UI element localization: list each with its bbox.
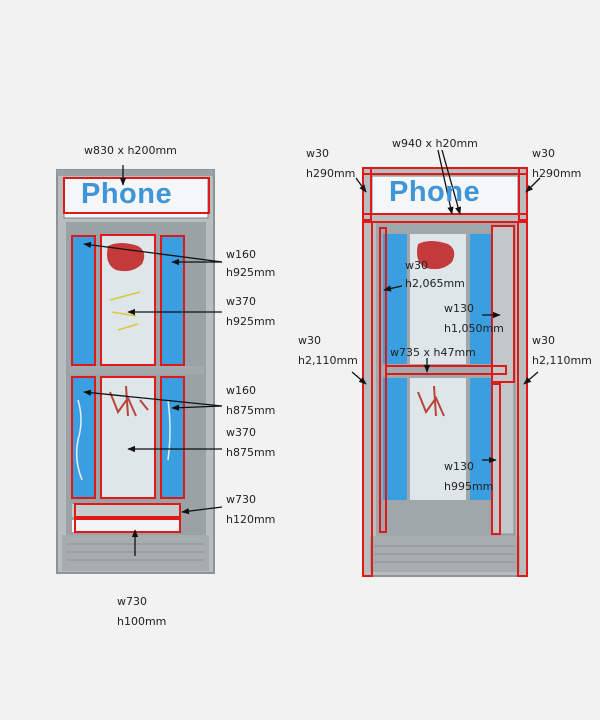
label-center-upper-h: h925mm bbox=[226, 315, 276, 328]
right-booth bbox=[362, 167, 528, 577]
leader-corner-left bbox=[355, 177, 367, 193]
label-door-upper-h: h1,050mm bbox=[444, 322, 504, 335]
measure-right-corner-left bbox=[362, 167, 372, 221]
leader-corner-right bbox=[525, 177, 541, 193]
leader-post bbox=[383, 285, 403, 292]
right-floor-tread bbox=[374, 545, 516, 563]
left-crossbar bbox=[70, 366, 204, 374]
label-corner-right-h: h290mm bbox=[532, 167, 582, 180]
label-door-lower-w: w130 bbox=[444, 460, 474, 473]
right-door-leaf bbox=[491, 225, 515, 535]
left-panel-lower-right bbox=[162, 378, 184, 498]
left-kick-plate bbox=[72, 504, 180, 517]
measure-right-header bbox=[362, 213, 528, 223]
measure-right-rail bbox=[385, 365, 507, 375]
measure-right-door-upper bbox=[491, 225, 515, 383]
left-booth-roof bbox=[57, 170, 214, 176]
right-panel-lower-right bbox=[470, 378, 492, 500]
label-post-h: h2,065mm bbox=[405, 277, 465, 290]
label-top-bar: w940 x h20mm bbox=[392, 137, 478, 150]
leader-side-upper-a bbox=[83, 241, 223, 263]
label-side-left-h: h2,110mm bbox=[298, 354, 358, 367]
leader-side-right bbox=[523, 371, 539, 385]
label-post-w: w30 bbox=[405, 259, 428, 272]
left-base-plate bbox=[72, 520, 180, 532]
label-center-lower-w: w370 bbox=[226, 426, 256, 439]
right-graffiti-upper bbox=[417, 241, 455, 270]
leader-side-left bbox=[351, 371, 367, 385]
label-center-upper-w: w370 bbox=[226, 295, 256, 308]
label-corner-left-h: h290mm bbox=[306, 167, 356, 180]
leader-top-bar-b bbox=[441, 149, 462, 215]
label-door-upper-w: w130 bbox=[444, 302, 474, 315]
label-center-lower-h: h875mm bbox=[226, 446, 276, 459]
leader-side-lower-a bbox=[83, 389, 223, 407]
left-booth bbox=[56, 169, 215, 574]
right-sign-word: Phone bbox=[389, 176, 481, 208]
measure-left-sign bbox=[63, 177, 210, 214]
left-panel-upper-right bbox=[162, 236, 184, 364]
label-base-h: h100mm bbox=[117, 615, 167, 628]
left-graffiti-lower bbox=[109, 385, 149, 417]
left-panel-upper-left bbox=[72, 236, 96, 364]
right-panel-upper-right bbox=[470, 234, 492, 364]
right-panel-lower-center bbox=[410, 378, 466, 500]
label-kick-h: h120mm bbox=[226, 513, 276, 526]
measure-left-kick bbox=[74, 503, 181, 518]
label-rail: w735 x h47mm bbox=[390, 346, 476, 359]
label-side-lower-h: h875mm bbox=[226, 404, 276, 417]
left-sign-word: Phone bbox=[81, 178, 173, 210]
measure-right-side-left bbox=[362, 221, 373, 577]
left-measure-boxes bbox=[63, 177, 210, 533]
measure-right-side-right bbox=[517, 221, 528, 577]
leader-side-lower-b bbox=[171, 404, 223, 411]
label-corner-right-w: w30 bbox=[532, 147, 555, 160]
label-sign-dim: w830 x h200mm bbox=[84, 144, 177, 157]
measure-left-center-lower bbox=[100, 376, 156, 499]
left-panel-lower-left bbox=[72, 378, 96, 498]
left-graffiti-lines bbox=[109, 291, 141, 331]
measure-right-post bbox=[379, 227, 387, 533]
leader-lines bbox=[83, 149, 541, 556]
label-side-right-w: w30 bbox=[532, 334, 555, 347]
label-side-upper-h: h925mm bbox=[226, 266, 276, 279]
measure-right-corner-right bbox=[518, 167, 528, 221]
measure-left-side-upper-l bbox=[71, 235, 96, 366]
left-graffiti-blue bbox=[75, 399, 171, 481]
right-crossbar bbox=[380, 366, 514, 374]
label-side-lower-w: w160 bbox=[226, 384, 256, 397]
leader-kick bbox=[181, 506, 223, 515]
label-base-w: w730 bbox=[117, 595, 147, 608]
label-side-upper-w: w160 bbox=[226, 248, 256, 261]
left-sign-panel bbox=[63, 177, 209, 219]
measure-left-side-upper-r bbox=[160, 235, 185, 366]
label-kick-w: w730 bbox=[226, 493, 256, 506]
leader-top-bar-a bbox=[437, 149, 454, 215]
right-graffiti-lower bbox=[417, 385, 445, 417]
label-side-left-w: w30 bbox=[298, 334, 321, 347]
label-corner-left-w: w30 bbox=[306, 147, 329, 160]
label-door-lower-h: h995mm bbox=[444, 480, 494, 493]
measure-left-side-lower-r bbox=[160, 376, 185, 499]
measure-left-side-lower-l bbox=[71, 376, 96, 499]
measure-left-center-upper bbox=[100, 234, 156, 366]
label-side-right-h: h2,110mm bbox=[532, 354, 592, 367]
measure-left-base bbox=[74, 518, 181, 533]
